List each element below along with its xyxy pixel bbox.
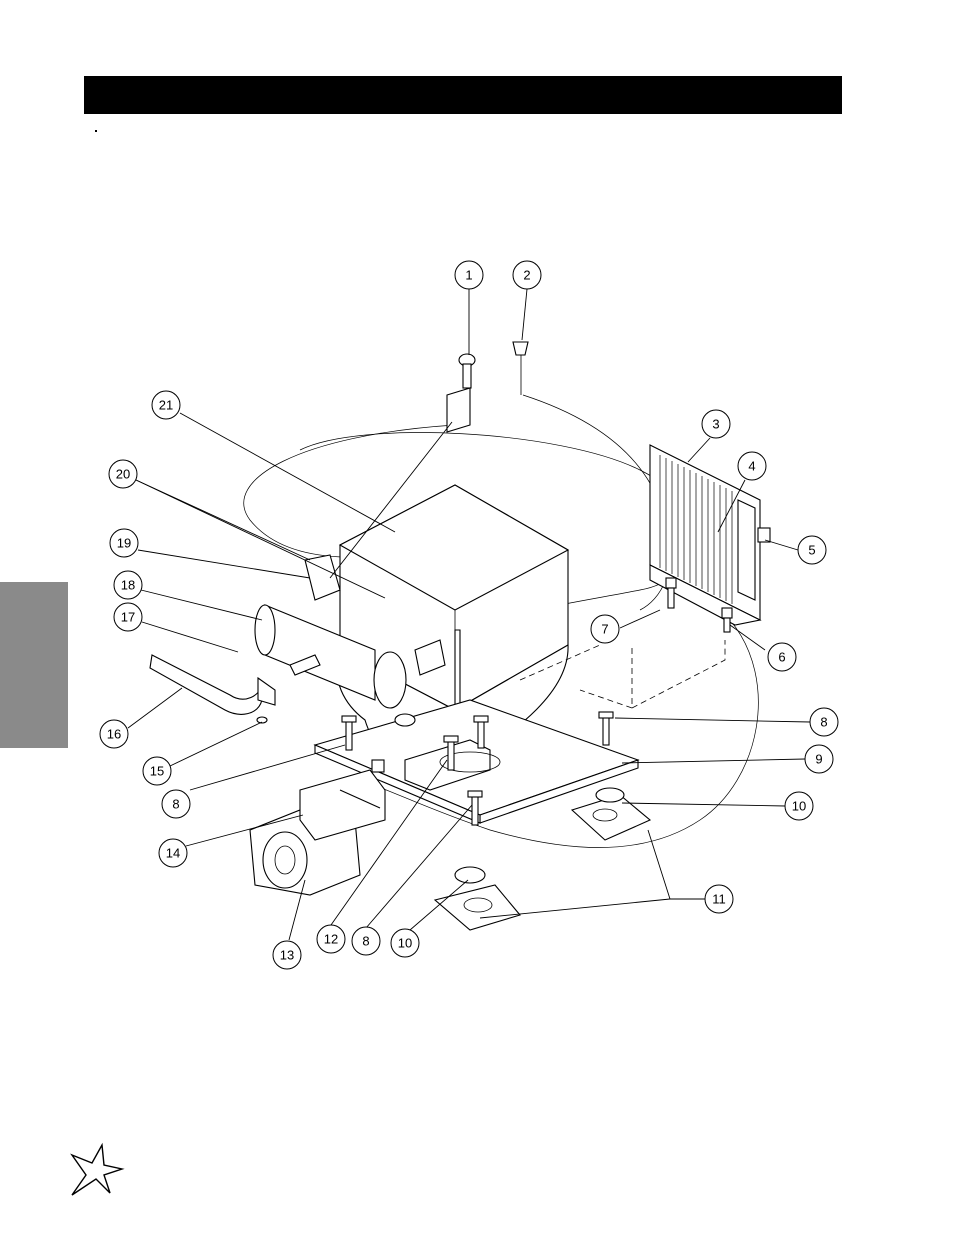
svg-text:20: 20 <box>116 467 130 482</box>
oil-cooler <box>649 444 771 633</box>
svg-text:1: 1 <box>465 268 472 283</box>
callout-14: 14 <box>158 838 188 868</box>
callout-16: 16 <box>99 719 129 749</box>
callout-4: 4 <box>737 451 767 481</box>
callout-19: 19 <box>109 528 139 558</box>
callout-9: 9 <box>804 744 834 774</box>
svg-text:9: 9 <box>815 752 822 767</box>
alignment-dashes <box>519 640 726 709</box>
svg-text:7: 7 <box>601 622 608 637</box>
callout-11: 11 <box>704 884 734 914</box>
bolts <box>341 711 614 826</box>
svg-text:18: 18 <box>121 578 135 593</box>
hydraulic-pump <box>249 759 386 896</box>
callout-8-right: 8 <box>809 707 839 737</box>
svg-text:5: 5 <box>808 543 815 558</box>
svg-text:19: 19 <box>117 536 131 551</box>
callout-18: 18 <box>113 570 143 600</box>
callout-17: 17 <box>113 602 143 632</box>
header-bar <box>84 76 842 114</box>
callouts: 1 2 3 4 5 6 7 8 9 10 11 8 12 8 10 13 14 … <box>99 260 839 970</box>
svg-text:2: 2 <box>523 268 530 283</box>
svg-text:10: 10 <box>398 936 412 951</box>
callout-6: 6 <box>767 642 797 672</box>
dot-mark <box>95 130 97 132</box>
callout-3: 3 <box>701 409 731 439</box>
callout-20: 20 <box>108 459 138 489</box>
callout-1: 1 <box>454 260 484 290</box>
svg-text:8: 8 <box>172 797 179 812</box>
callout-5: 5 <box>797 535 827 565</box>
svg-text:6: 6 <box>778 650 785 665</box>
callout-21: 21 <box>151 390 181 420</box>
svg-text:10: 10 <box>792 799 806 814</box>
side-tab <box>0 582 68 748</box>
callout-8-bottom: 8 <box>351 926 381 956</box>
callout-2: 2 <box>512 260 542 290</box>
svg-text:8: 8 <box>362 934 369 949</box>
svg-text:8: 8 <box>820 715 827 730</box>
star-logo-icon <box>70 1142 125 1196</box>
leader-lines <box>127 288 811 941</box>
svg-text:14: 14 <box>166 846 180 861</box>
svg-text:17: 17 <box>121 610 135 625</box>
filter-assembly <box>254 554 446 727</box>
svg-text:11: 11 <box>712 892 726 907</box>
callout-13: 13 <box>272 940 302 970</box>
svg-text:16: 16 <box>107 727 121 742</box>
svg-text:3: 3 <box>712 417 719 432</box>
svg-text:4: 4 <box>748 459 755 474</box>
callout-10-right: 10 <box>784 791 814 821</box>
callout-8-left: 8 <box>161 789 191 819</box>
callout-10-bottom: 10 <box>390 928 420 958</box>
svg-text:15: 15 <box>150 764 164 779</box>
mount-bracket-right <box>570 787 652 841</box>
svg-text:21: 21 <box>159 398 173 413</box>
mount-bracket-left <box>433 866 521 931</box>
svg-text:12: 12 <box>324 932 338 947</box>
return-hose <box>149 654 276 724</box>
callout-12: 12 <box>316 924 346 954</box>
dipstick <box>512 341 529 395</box>
callout-15: 15 <box>142 756 172 786</box>
svg-text:13: 13 <box>280 948 294 963</box>
callout-7: 7 <box>590 614 620 644</box>
filler-breather <box>446 353 476 433</box>
